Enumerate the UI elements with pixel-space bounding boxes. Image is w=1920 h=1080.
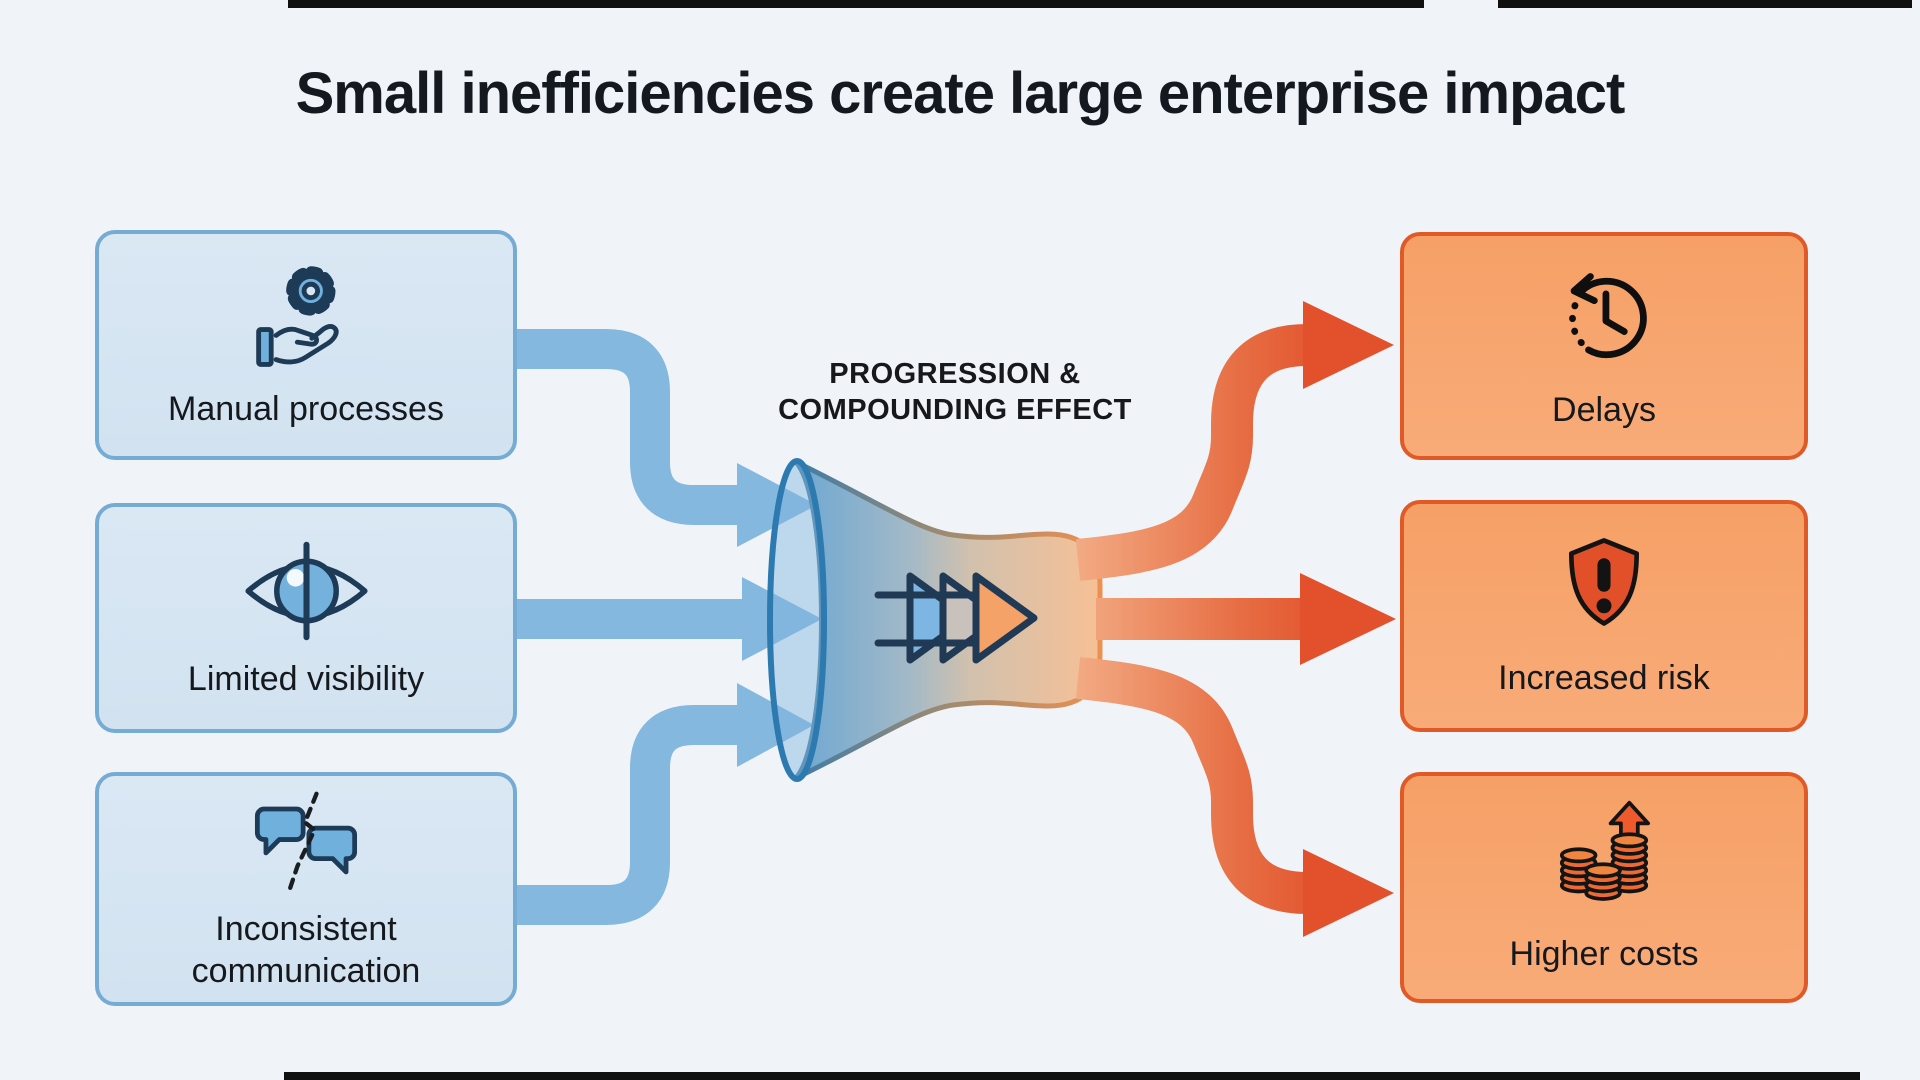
input-arrowhead-middle (742, 577, 822, 661)
alert-shield-icon (1548, 533, 1660, 645)
edge-artifact-bar-top-left (288, 0, 1424, 8)
chevron-orange (972, 572, 1038, 664)
effect-label: Higher costs (1509, 935, 1699, 974)
cause-label: Limited visibility (187, 659, 425, 698)
funnel-rim (767, 458, 827, 782)
effect-box-delays: Delays (1400, 232, 1808, 460)
input-arrow-bottom (516, 705, 737, 925)
cause-box-limited-visibility: Limited visibility (95, 503, 517, 733)
gear-in-hand-icon (243, 260, 369, 376)
funnel-caption-line1: PROGRESSION & (829, 358, 1081, 390)
effect-label: Increased risk (1498, 658, 1710, 697)
output-arrow-heads (1300, 301, 1396, 937)
edge-artifact-bar-bottom (284, 1072, 1860, 1080)
funnel-caption-line2: COMPOUNDING EFFECT (778, 394, 1132, 426)
effect-label: Delays (1552, 390, 1656, 429)
rising-coin-stacks-icon (1543, 799, 1665, 921)
input-arrow-top (516, 329, 737, 525)
effect-box-increased-risk: Increased risk (1400, 500, 1808, 732)
output-arrowhead-middle (1300, 573, 1396, 665)
output-arrowhead-bottom (1303, 849, 1394, 937)
cause-box-manual-processes: Manual processes (95, 230, 517, 460)
broken-chat-bubbles-icon (244, 786, 368, 896)
output-arrow-bottom (1075, 657, 1308, 914)
cause-label: Inconsistent communication (191, 909, 421, 991)
triple-chevron-acceleration-icon (874, 572, 1038, 664)
input-arrow-tubes (516, 329, 742, 925)
output-arrow-top (1075, 324, 1308, 581)
edge-artifact-bar-top-right (1498, 0, 1912, 8)
obstructed-eye-icon (235, 536, 378, 646)
cause-box-inconsistent-communication: Inconsistent communication (95, 772, 517, 1006)
output-arrowhead-top (1303, 301, 1394, 389)
page-title: Small inefficiencies create large enterp… (295, 61, 1626, 126)
cause-label: Manual processes (168, 389, 444, 428)
time-rewind-clock-icon (1545, 261, 1663, 377)
funnel-caption: PROGRESSION & COMPOUNDING EFFECT (690, 356, 1220, 428)
effect-box-higher-costs: Higher costs (1400, 772, 1808, 1003)
output-arrow-tubes (1075, 324, 1308, 914)
